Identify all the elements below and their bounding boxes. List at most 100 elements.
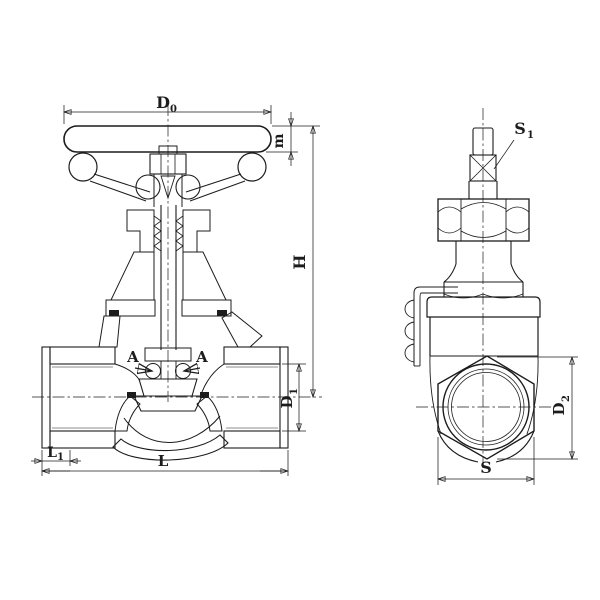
label-d2: D — [550, 402, 568, 415]
gland-block-left — [126, 209, 155, 253]
spoke-right-top — [185, 173, 242, 193]
bonnet-flange-left — [105, 299, 156, 317]
left-port-bottom-wall — [49, 430, 116, 449]
left-port-top-wall — [49, 346, 116, 365]
rim-section-left — [68, 152, 98, 182]
label-l1-sub: 1 — [57, 452, 64, 463]
neck-flare-right — [510, 263, 524, 283]
stem-top — [468, 127, 498, 199]
port-thread-circle — [447, 368, 525, 446]
bonnet-side — [443, 241, 524, 299]
bowl-silhouette-left — [437, 430, 479, 463]
label-d0-sub: 0 — [170, 104, 177, 115]
seat-seal-right — [200, 392, 209, 398]
section-label-a-left: A — [126, 348, 139, 366]
packing-right — [175, 215, 184, 252]
chamber-outlet-curve — [201, 363, 225, 393]
bonnet-wall-left — [110, 251, 155, 301]
stem-square-section — [469, 154, 497, 182]
label-s: S — [480, 458, 492, 477]
disc-swivel-right — [175, 363, 191, 379]
bracket-inner — [419, 292, 458, 366]
body-gasket-right — [217, 310, 227, 316]
neck-wall-left — [98, 315, 121, 348]
label-d0: D — [156, 93, 170, 112]
stem-square-x2 — [469, 154, 497, 182]
port-outer-circle — [442, 363, 530, 451]
body-side-contour-right — [526, 355, 539, 435]
s1-leader — [493, 139, 515, 170]
dim-bore-diameter: D 1 — [278, 364, 306, 431]
hex-nut-outline — [437, 198, 530, 242]
label-d1-sub: 1 — [289, 388, 300, 395]
gland-block-right — [182, 209, 211, 253]
bowl-inner-arc — [123, 415, 221, 443]
body-gasket-left — [109, 310, 119, 316]
label-h: H — [290, 254, 309, 269]
label-l: L — [158, 452, 169, 470]
front-view-dimensions: D 0 m H — [31, 93, 320, 476]
bracket-scallops — [404, 299, 415, 363]
stem-nut-cap — [158, 145, 178, 155]
side-view-dimensions: S 1 D 2 S — [438, 119, 578, 485]
dim-overall-height: H — [272, 126, 320, 397]
disc-swivel-left — [145, 363, 161, 379]
label-s1: S — [514, 119, 526, 138]
section-arrow-right — [184, 368, 201, 371]
stem-and-bonnet — [105, 205, 232, 350]
dim-stem-square: S 1 — [493, 119, 534, 170]
left-port-end-face — [41, 346, 51, 449]
neck-flare-left — [443, 263, 457, 283]
hex-chamfer-bottom — [437, 227, 530, 238]
label-d2-sub: 2 — [561, 395, 572, 402]
section-arrow-left — [134, 368, 152, 371]
spoke-left-top — [93, 173, 151, 193]
port-bore-circle — [451, 372, 521, 442]
bracket-outer — [413, 286, 458, 366]
label-d1: D — [278, 395, 296, 408]
side-view: S 1 D 2 S — [404, 108, 578, 485]
dim-rim-height: m — [266, 112, 298, 166]
front-section-view: A A D 0 m — [31, 93, 322, 476]
hex-chamfer-top — [437, 202, 530, 213]
label-m: m — [271, 133, 287, 148]
section-label-a-right: A — [195, 348, 208, 366]
right-port-end-face — [279, 346, 289, 449]
dim-face-to-face: L — [42, 450, 288, 476]
right-port-bottom-wall — [223, 430, 281, 449]
stem-cone-section — [160, 175, 176, 200]
chamber-inlet-curve — [114, 363, 141, 382]
right-port-top-wall — [223, 346, 281, 365]
dim-handwheel-diameter: D 0 — [64, 93, 271, 124]
label-s1-sub: 1 — [527, 130, 534, 141]
packing-left — [153, 215, 162, 252]
body-side — [426, 296, 541, 463]
label-l1: L — [47, 445, 57, 461]
hub-section-left — [135, 174, 161, 200]
seat-support-left — [114, 395, 141, 432]
dim-union-diameter: D 2 — [497, 357, 578, 459]
bonnet-flange-right — [181, 299, 232, 317]
seat-seal-left — [127, 392, 136, 398]
bottom-bowl-wall — [112, 434, 229, 461]
seat-support-right — [196, 395, 223, 432]
handwheel — [63, 125, 272, 207]
hub-section-right — [175, 174, 201, 200]
handwheel-rim — [63, 125, 272, 153]
spoke-right-bottom — [189, 180, 246, 202]
neck-wall-right — [221, 311, 263, 348]
bonnet-wall-right — [182, 251, 227, 301]
disc-collar — [144, 347, 192, 362]
spoke-left-bottom — [89, 180, 147, 202]
valve-body — [41, 311, 289, 461]
top-flange — [426, 296, 541, 318]
packing-nut — [437, 198, 530, 242]
nameplate-bracket — [404, 286, 458, 367]
body-side-contour-left — [429, 355, 442, 435]
union-hexagon — [437, 355, 535, 460]
bowl-silhouette-right — [495, 430, 535, 463]
dim-hex-across-flats: S — [438, 437, 534, 485]
rim-section-right — [237, 152, 267, 182]
